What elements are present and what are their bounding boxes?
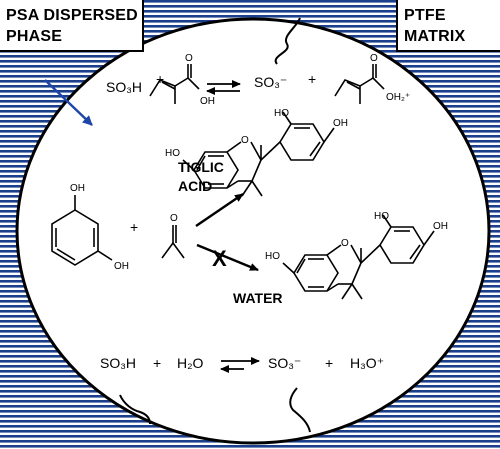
tiglic-acid-label-line1: TIGLIC	[178, 159, 224, 175]
psa-label-line1: PSA DISPERSED	[6, 7, 138, 24]
reaction-arrow-tiglic	[195, 193, 244, 227]
polymer-chain-bottom-right	[289, 387, 311, 433]
top-tiglic-oh-label: OH	[200, 96, 215, 107]
polymer-chain-top	[274, 17, 301, 65]
acetone-structure	[161, 225, 185, 259]
ptfe-matrix-callout	[396, 0, 500, 52]
top-tiglic-o-label: O	[185, 53, 193, 64]
top-protonated-oh2-label: OH₂⁺	[386, 92, 411, 103]
flavan-top-ho-left: HO	[165, 148, 180, 159]
acetone-o-label: O	[170, 213, 178, 224]
bottom-eq-plus1: +	[153, 355, 162, 371]
flavan-bottom-ho-left: HO	[265, 251, 280, 262]
resorcinol-structure	[51, 195, 113, 266]
water-label: WATER	[233, 290, 283, 306]
flavan-bottom-o: O	[341, 238, 349, 249]
flavan-bottom-oh: OH	[433, 221, 448, 232]
droplet-boundary	[15, 17, 491, 445]
polymer-chain-bottom-left	[119, 394, 151, 425]
flavan-top-o: O	[241, 135, 249, 146]
tiglic-acid-structure	[149, 64, 200, 104]
bottom-eq-hydronium: H₃O⁺	[350, 355, 385, 371]
bottom-eq-anion: SO₃⁻	[268, 355, 302, 371]
top-eq-anion: SO₃⁻	[254, 74, 288, 90]
reaction-arrow-water	[196, 243, 259, 272]
flavan-product-top	[182, 111, 335, 197]
flavan-bottom-ho-right: HO	[374, 211, 389, 222]
bottom-eq-water: H₂O	[177, 355, 204, 371]
reaction-plus: +	[130, 219, 139, 235]
top-eq-acid: SO₃H	[106, 79, 143, 95]
resorcinol-oh-bottom-label: OH	[114, 261, 129, 272]
flavan-top-oh: OH	[333, 118, 348, 129]
inhibition-x-mark: X	[212, 246, 227, 271]
flavan-top-ho-right: HO	[274, 108, 289, 119]
bottom-eq-plus2: +	[325, 355, 334, 371]
flavan-product-bottom	[282, 214, 435, 300]
psa-pointer-arrow	[44, 79, 93, 126]
ptfe-label-line2: MATRIX	[404, 28, 466, 45]
psa-label-line2: PHASE	[6, 28, 63, 45]
top-eq-plus2: +	[308, 71, 317, 87]
psa-phase-callout	[0, 0, 144, 52]
tiglic-acid-label-line2: ACID	[178, 178, 213, 194]
ptfe-label-line1: PTFE	[404, 7, 446, 24]
top-eq-plus1: +	[156, 71, 165, 87]
resorcinol-oh-top-label: OH	[70, 183, 85, 194]
bottom-eq-acid: SO₃H	[100, 355, 137, 371]
protonated-tiglic-acid-structure	[334, 64, 385, 104]
top-protonated-o-label: O	[370, 53, 378, 64]
